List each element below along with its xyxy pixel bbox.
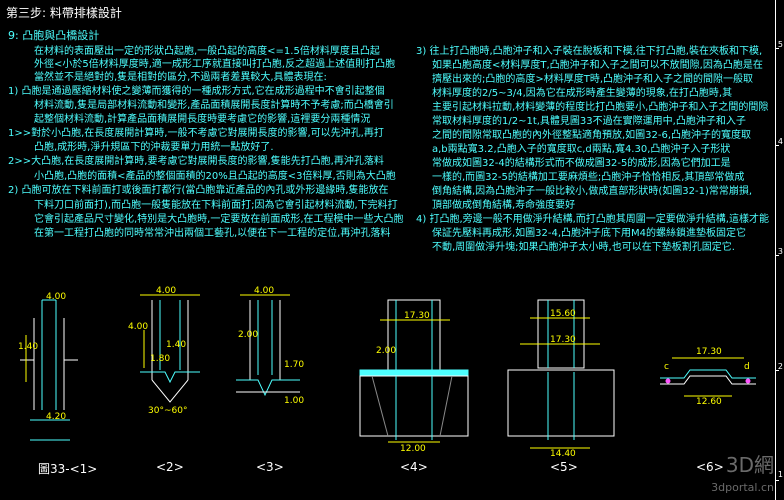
ruler-number: 3 <box>777 247 783 256</box>
dimension-label: 1.40 <box>166 340 187 350</box>
figure-1-drawing <box>20 299 78 441</box>
dimension-label: 17.30 <box>550 335 576 345</box>
figure-4-drawing <box>359 299 469 443</box>
dimension-label: 15.60 <box>550 309 576 319</box>
text-line: 它會引起產品尺寸變化,特別是大凸胞時,一定要放在前面成形,在工程模中一些大凸胞 <box>34 214 404 225</box>
ruler-number: 1 <box>777 470 783 479</box>
dimension-label: 1.40 <box>18 342 39 352</box>
ruler-number: 4 <box>777 137 783 146</box>
watermark-url: 3dportal.cn <box>711 481 774 494</box>
figure-caption: 圖33-<1> <box>38 462 98 476</box>
figure-5-drawing <box>507 299 615 449</box>
text-line: 常做成如圖32-4的結構形式而不做成圖32-5的成形,因為它們加工是 <box>432 158 731 169</box>
figure-2-drawing <box>140 294 200 403</box>
figure-caption: <6> <box>696 460 724 474</box>
text-line: 起整個材料流動,計算產品面積展開長度時要考慮它的影響,這裡要分兩種情況 <box>34 114 371 125</box>
dimension-label: 4.00 <box>128 322 149 332</box>
dimension-label: 1.80 <box>150 354 171 364</box>
ruler-number: 5 <box>777 40 783 49</box>
figure-6-drawing <box>660 357 756 397</box>
text-line: 不動,周圍做淨升塊;如果凸胞沖子太小時,也可以在下墊板割孔固定它. <box>432 242 735 253</box>
dimension-label: 2.00 <box>376 346 397 356</box>
text-line: 常取材料厚度的1/2~1t,具體見圖33不過在實際運用中,凸胞沖子和入子 <box>432 116 746 127</box>
text-line: 主要引起材料拉動,材料變薄的程度比打凸胞要小,凸胞沖子和入子之間的間隙 <box>432 102 769 113</box>
figure-caption: <5> <box>550 460 578 474</box>
ruler-number: 2 <box>777 362 783 371</box>
text-line: 下料刀口前面打),而凸胞一般隻能放在下料前面打;因為它會引起材料流動,下完料打 <box>34 200 398 211</box>
page-title: 第三步: 料帶排樣設計 <box>6 6 122 20</box>
text-line: 在材料的表面壓出一定的形狀凸起胞,一般凸起的高度<=1.5倍材料厚度且凸起 <box>34 46 380 57</box>
text-line: a,b兩點寬3.2,凸胞入子的寬度取c,d兩點,寬4.30,凸胞沖子入子形狀 <box>432 144 731 155</box>
text-line: 小凸胞,凸胞的面積<產品的整個面積的20%且凸起的高度<3倍料厚,否則為大凸胞 <box>34 171 396 182</box>
text-line: 2) 凸胞可放在下料前面打或後面打都行(當凸胞靠近產品的內孔或外形邊緣時,隻能放… <box>8 185 389 196</box>
vertical-ruler <box>775 0 784 500</box>
dimension-label: 2.00 <box>238 330 259 340</box>
figure-3-drawing <box>236 294 300 397</box>
text-line: 1) 凸胞是通過壓縮材料使之變薄而獲得的一種成形方式,它在成形過程中不會引起整個 <box>8 86 385 97</box>
figure-caption: <3> <box>256 460 284 474</box>
dimension-label: 1.00 <box>284 396 305 406</box>
text-line: 外徑<小於5倍材料厚度時,適一成形工序就直接叫打凸胞,反之超過上述值則打凸胞 <box>34 59 396 70</box>
text-line: 頂部做成倒角結構,寿命強度要好 <box>432 200 576 211</box>
dimension-label: 1.70 <box>284 360 305 370</box>
dimension-label: d <box>744 362 750 372</box>
text-line: 一樣的,而圖32-5的結構加工要麻煩些;凸胞沖子恰恰相反,其頂部常做成 <box>432 172 745 183</box>
section-9-heading: 9: 凸胞與凸橋設計 <box>8 29 100 42</box>
text-line: 凸胞,成形時,淨升規區下的沖裁要單力用統一點放好了. <box>34 142 274 153</box>
dimension-label: 4.00 <box>156 286 177 296</box>
dimension-label: 4.20 <box>46 412 67 422</box>
text-line: 擠壓出來的;凸胞的高度>材料厚度T時,凸胞沖子和入子之間的間隙一般取 <box>432 74 754 85</box>
text-line: 材料流動,隻是局部材料流動和變形,產品面積展開長度計算時不予考慮;而凸橋會引 <box>34 100 394 111</box>
text-line: 3) 往上打凸胞時,凸胞沖子和入子裝在脫板和下模,往下打凸胞,裝在夾板和下模, <box>416 46 763 57</box>
dimension-label: 12.00 <box>400 444 426 454</box>
dimension-label: 17.30 <box>404 311 430 321</box>
text-line: 2>>大凸胞,在長度展開計算時,要考慮它對展開長度的影響,隻能先打凸胞,再沖孔落… <box>8 156 384 167</box>
text-line: 4) 打凸胞,旁邊一般不用做淨升結構,而打凸胞其周圍一定要做淨升結構,這樣才能 <box>416 214 769 225</box>
dimension-label: 12.60 <box>696 397 722 407</box>
dimension-label: 4.00 <box>46 292 67 302</box>
text-line: 倒角結構,因為凸胞沖子一般比較小,做成直部形狀時(如圖32-1)常常崩損, <box>432 186 753 197</box>
dimension-label: 17.30 <box>696 347 722 357</box>
text-line: 當然並不是絕對的,隻是相對的區分,不過兩者差異較大,具體表現在: <box>34 72 327 83</box>
dimension-label: 30°~60° <box>148 406 188 416</box>
text-line: 在第一工程打凸胞的同時常常沖出兩個工藝孔,以便在下一工程的定位,再沖孔落料 <box>34 228 391 239</box>
dimension-label: 14.40 <box>550 449 576 459</box>
text-line: 1>>對於小凸胞,在長度展開計算時,一般不考慮它對展開長度的影響,可以先沖孔,再… <box>8 128 384 139</box>
text-line: 之間的間隙常取凸胞的內外徑整點適角預放,如圖32-6,凸胞沖子的寬度取 <box>432 130 752 141</box>
text-line: 材料厚度的2/5~3/4,因為它在成形時產生變薄的現象,在打凸胞時,其 <box>432 88 733 99</box>
figure-caption: <2> <box>156 460 184 474</box>
dimension-label: 4.00 <box>254 286 275 296</box>
watermark-logo: 3D網 <box>725 453 774 477</box>
text-line: 保証先壓料再成形,如圖32-4,凸胞沖子底下用M4的螺絲鎖進墊板固定它 <box>432 228 747 239</box>
figure-caption: <4> <box>400 460 428 474</box>
text-line: 如果凸胞高度<材料厚度T,凸胞沖子和入子之間可以不放間隙,因為凸胞是在 <box>432 60 763 71</box>
dimension-label: c <box>664 362 669 372</box>
